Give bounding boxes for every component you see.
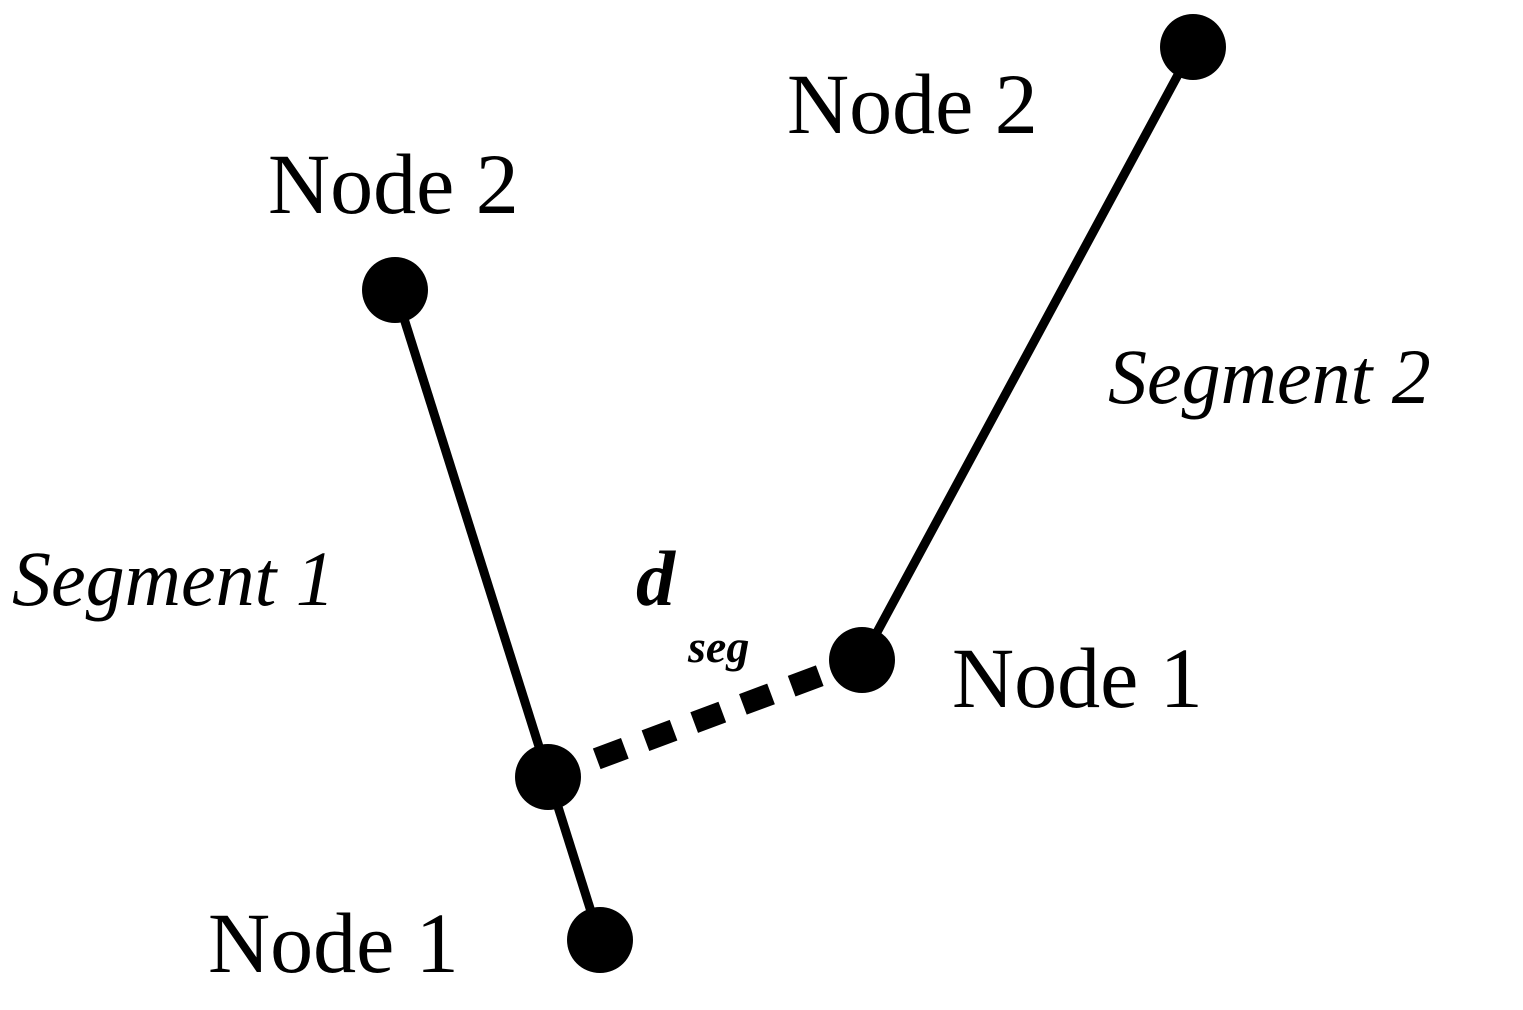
segment-1-label: Segment 1: [12, 535, 335, 622]
segment-2-label: Segment 2: [1108, 333, 1431, 420]
segment-2-line: [858, 44, 1197, 663]
distance-symbol: d: [636, 535, 676, 622]
segment-2-node-1: [829, 627, 895, 693]
distance-dashed-line: [544, 649, 866, 788]
segment-1-line: [390, 288, 605, 942]
segment-1-node-1: [567, 907, 633, 973]
segment-1-node-2-label: Node 2: [268, 136, 519, 232]
segment-2-node-2-label: Node 2: [787, 56, 1038, 152]
segment-1-node-1-label: Node 1: [208, 895, 459, 991]
segment-1-node-2: [362, 257, 428, 323]
distance-subscript: seg: [687, 621, 749, 672]
segment-2-node-2: [1160, 14, 1226, 80]
segment-1-closest-point: [515, 744, 581, 810]
segment-2-node-1-label: Node 1: [952, 630, 1203, 726]
